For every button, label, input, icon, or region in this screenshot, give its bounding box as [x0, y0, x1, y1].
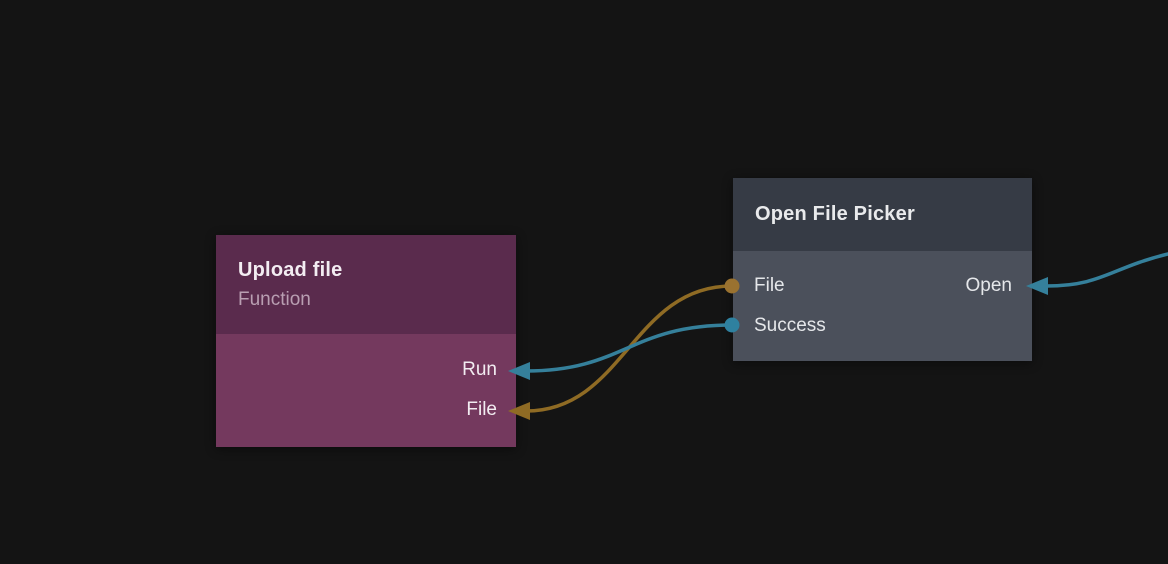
node-upload-file-body: Run File [216, 334, 516, 447]
node-open-file-picker[interactable]: Open File Picker File Open Success [733, 178, 1032, 361]
node-upload-file[interactable]: Upload file Function Run File [216, 235, 516, 447]
port-label-file-output: File [754, 275, 785, 296]
port-row-file-input[interactable]: File [235, 390, 497, 430]
node-upload-file-header: Upload file Function [216, 235, 516, 334]
port-row-file-open[interactable]: File Open [754, 266, 1012, 306]
port-label-success-output: Success [754, 315, 826, 336]
node-open-file-picker-header: Open File Picker [733, 178, 1032, 251]
node-open-file-picker-body: File Open Success [733, 251, 1032, 361]
node-subtitle: Function [238, 288, 311, 310]
port-label-open-input: Open [965, 275, 1012, 296]
port-label-file-input: File [466, 399, 497, 420]
wire-offscreen-to-open[interactable] [1044, 252, 1168, 288]
port-label-run: Run [462, 359, 497, 380]
node-title: Upload file [238, 258, 343, 281]
wire-file-to-file[interactable] [524, 284, 734, 413]
wire-success-to-run[interactable] [524, 323, 734, 373]
port-row-run[interactable]: Run [235, 350, 497, 390]
node-title: Open File Picker [755, 203, 915, 225]
port-row-success[interactable]: Success [754, 306, 1012, 346]
